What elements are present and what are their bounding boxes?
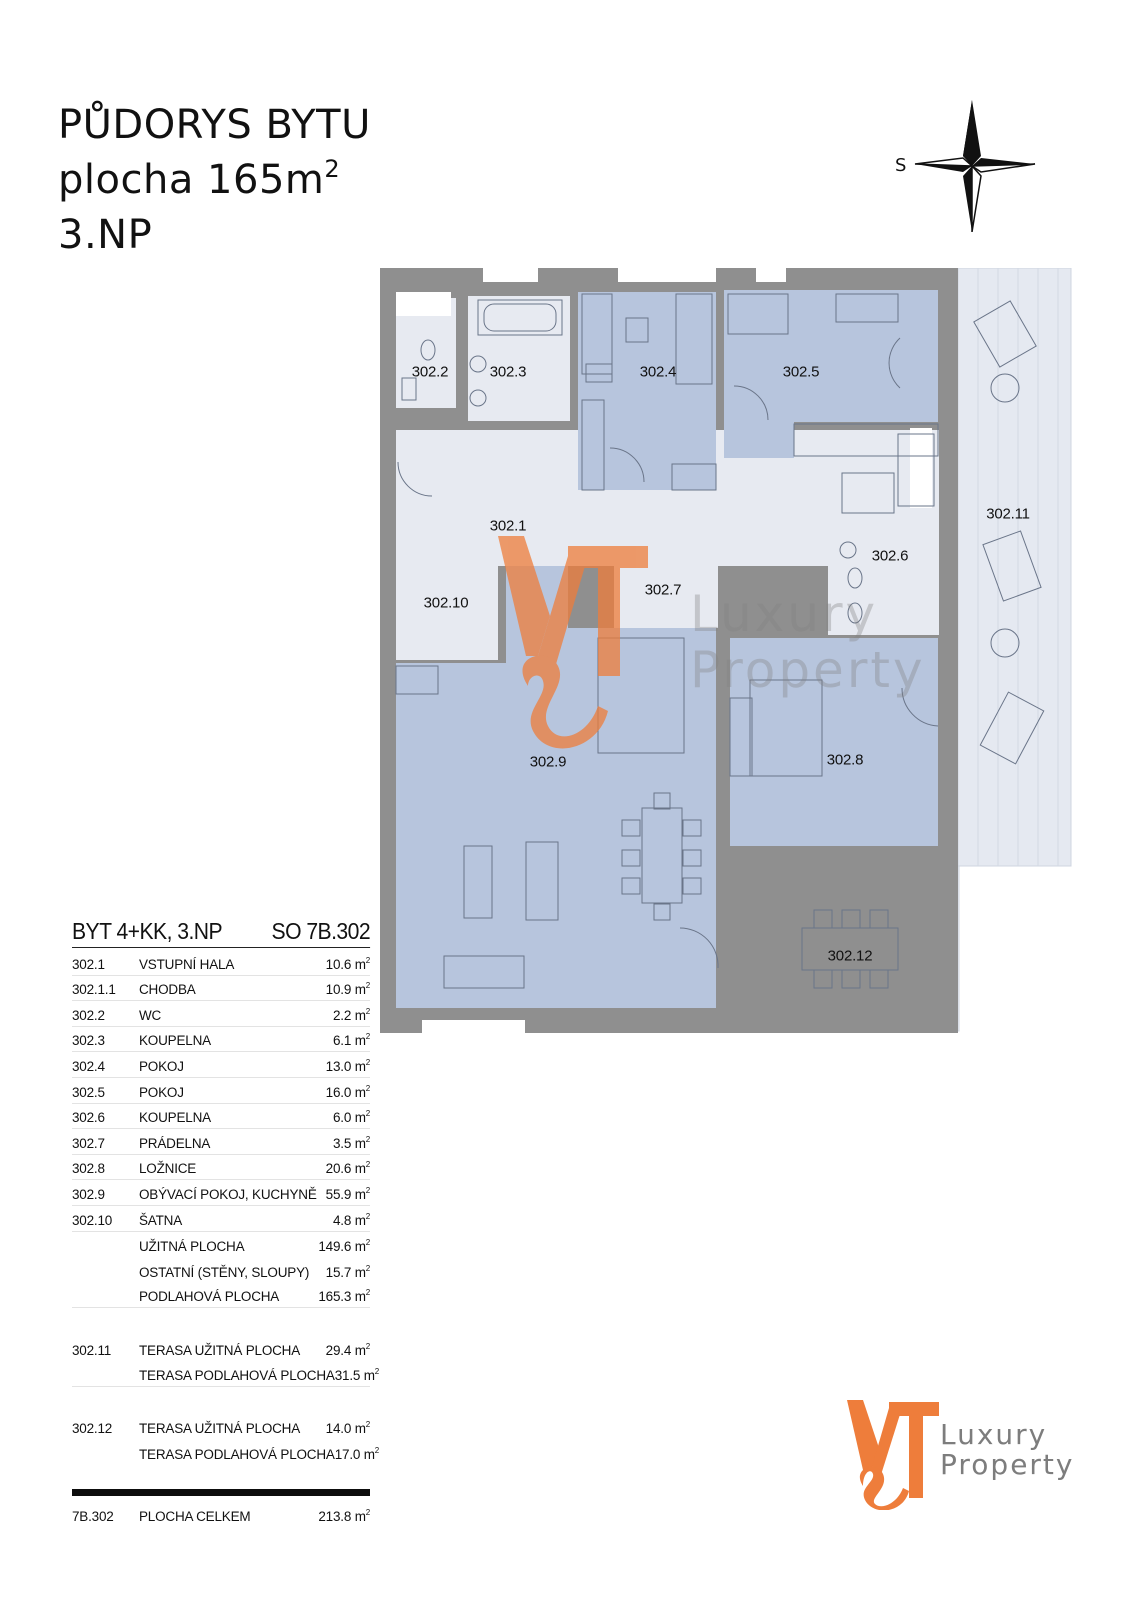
floor-plan-drawing <box>380 268 1072 1033</box>
room-label-302-3: 302.3 <box>489 363 527 381</box>
brand-name-property: Property <box>940 1448 1075 1481</box>
room-label-302-5: 302.5 <box>782 363 820 381</box>
area-table-header: BYT 4+KK, 3.NP SO 7B.302 <box>72 918 371 948</box>
room-label-302-6: 302.6 <box>871 547 909 565</box>
room-label-302-1: 302.1 <box>489 517 527 535</box>
page-title: PŮDORYS BYTU plocha 165m2 3.NP <box>58 98 371 263</box>
room-label-302-9: 302.9 <box>529 753 567 771</box>
watermark-text-property: Property <box>690 641 926 699</box>
floor-plan: Luxury Property 302.1 302.2 302.3 302.4 … <box>380 268 1100 1068</box>
room-label-302-8: 302.8 <box>826 751 864 769</box>
brand-logo-icon <box>847 1400 939 1510</box>
title-line-1: PŮDORYS BYTU <box>58 102 371 148</box>
room-label-302-7: 302.7 <box>644 581 682 599</box>
room-label-302-2: 302.2 <box>411 363 449 381</box>
room-label-302-12: 302.12 <box>827 947 873 965</box>
watermark-logo-icon <box>498 536 648 749</box>
apartment-ref: SO 7B.302 <box>271 918 371 944</box>
room-label-302-11: 302.11 <box>986 505 1030 523</box>
room-label-302-4: 302.4 <box>639 363 677 381</box>
compass-rose-icon <box>914 100 1036 232</box>
total-divider <box>72 1488 370 1496</box>
compass-label: S <box>895 155 907 176</box>
room-label-302-10: 302.10 <box>423 594 469 612</box>
brand-name-luxury: Luxury <box>940 1418 1048 1451</box>
summary-row: OSTATNÍ (STĚNY, SLOUPY)15.7 m2 <box>139 1263 370 1280</box>
title-line-2: plocha 165m2 <box>58 155 341 203</box>
apartment-title: BYT 4+KK, 3.NP <box>72 918 223 944</box>
title-line-3: 3.NP <box>58 212 153 258</box>
watermark-text-luxury: Luxury <box>690 585 879 643</box>
